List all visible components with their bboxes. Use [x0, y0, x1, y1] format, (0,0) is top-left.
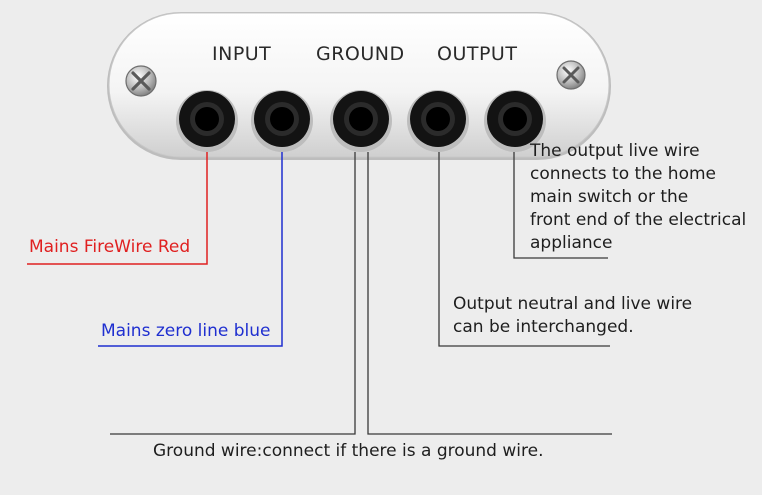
output-interchange-note-line: Output neutral and live wire [453, 294, 693, 314]
live-wire-line [27, 152, 208, 265]
mains-neutral-label: Mains zero line blue [101, 321, 271, 341]
output-interchange-note: Output neutral and live wire can be inte… [453, 293, 692, 339]
mains-live-label: Mains FireWire Red [29, 237, 191, 257]
ground-wire-note: Ground wire:connect if there is a ground… [153, 441, 544, 461]
neutral-wire-line [98, 152, 283, 347]
output-live-note-line: front end of the electrical [530, 210, 747, 230]
header-output: OUTPUT [437, 43, 518, 65]
terminal-ground[interactable] [330, 90, 392, 152]
output-live-note-line: appliance [530, 233, 613, 253]
terminal-output-2[interactable] [484, 90, 546, 152]
ground-wire-line-right [367, 152, 612, 435]
header-ground: GROUND [316, 43, 405, 65]
output-live-note-line: connects to the home [530, 164, 716, 184]
header-input: INPUT [212, 43, 272, 65]
terminal-output-1[interactable] [407, 90, 469, 152]
output-live-leader [513, 152, 608, 259]
terminal-input-live[interactable] [176, 90, 238, 152]
output-live-note: The output live wire connects to the hom… [530, 140, 746, 255]
output-interchange-leader [438, 152, 610, 347]
terminal-input-neutral[interactable] [251, 90, 313, 152]
ground-wire-line-left [110, 152, 356, 435]
phillips-screw-icon [125, 65, 157, 97]
output-interchange-note-line: can be interchanged. [453, 317, 634, 337]
output-live-note-line: The output live wire [530, 141, 700, 161]
phillips-screw-icon [556, 60, 586, 90]
output-live-note-line: main switch or the [530, 187, 689, 207]
